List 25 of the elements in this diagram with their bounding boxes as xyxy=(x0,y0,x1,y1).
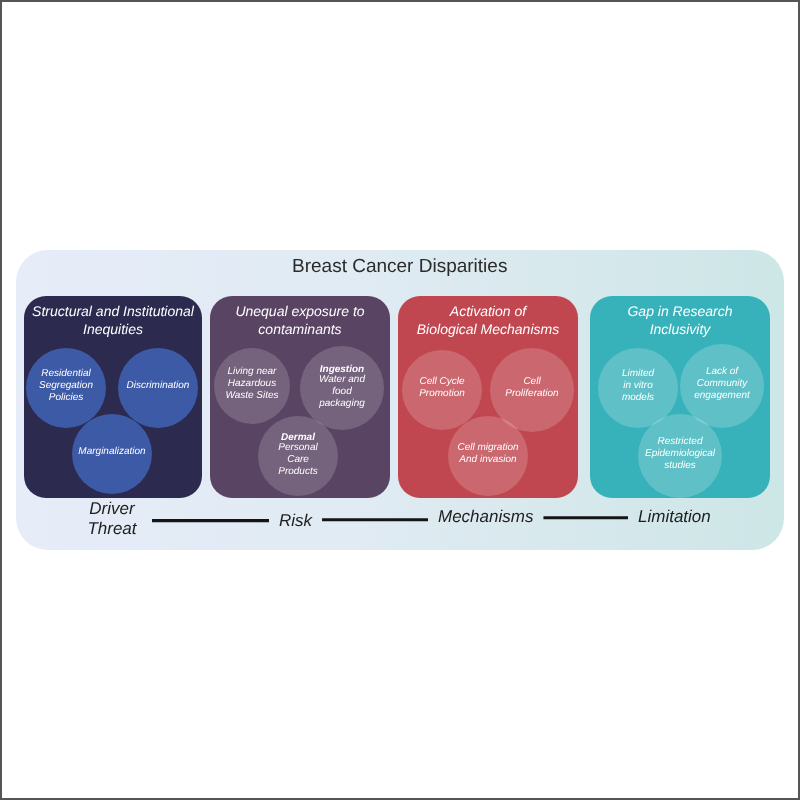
stage-label: Limitation xyxy=(628,508,721,528)
factor-circle xyxy=(258,416,338,496)
category-panel xyxy=(210,296,390,498)
factor-circle xyxy=(638,414,722,498)
factor-circle xyxy=(448,416,528,496)
category-panel xyxy=(590,296,770,498)
stage-label: Mechanisms xyxy=(428,508,544,528)
group-label: Breast Cancer Disparities xyxy=(292,256,508,279)
factor-circle xyxy=(300,346,384,430)
factor-circle xyxy=(214,348,290,424)
outer-panel xyxy=(16,250,784,550)
factor-circle xyxy=(680,344,764,428)
factor-circle xyxy=(118,348,198,428)
stage-label: Driver Threat xyxy=(72,500,152,540)
factor-circle xyxy=(402,350,482,430)
connector-line xyxy=(152,519,269,523)
connector-line xyxy=(543,516,628,520)
connector-line xyxy=(322,518,428,522)
factor-circle xyxy=(598,348,678,428)
category-panel xyxy=(24,296,202,498)
factor-circle xyxy=(72,414,152,494)
category-panel xyxy=(398,296,578,498)
stage-label: Risk xyxy=(269,512,323,532)
factor-circle xyxy=(490,348,574,432)
factor-circle xyxy=(26,348,106,428)
